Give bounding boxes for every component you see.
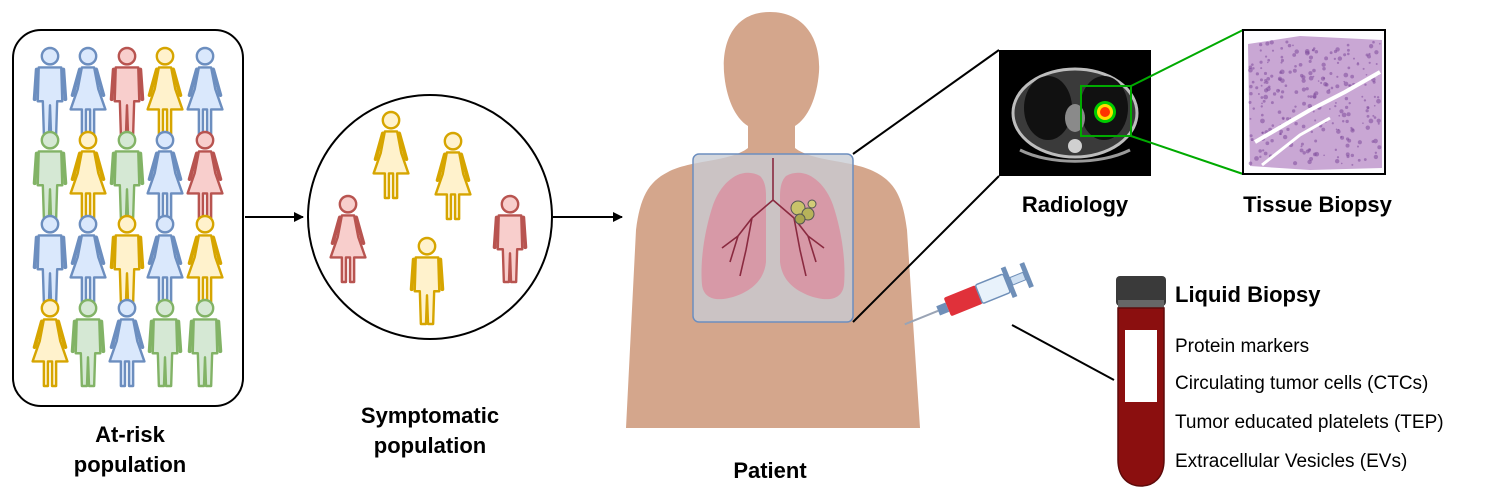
person-icon-2-3 bbox=[146, 214, 184, 304]
patient-label: Patient bbox=[733, 458, 807, 483]
tissue-biopsy-image bbox=[1242, 29, 1386, 175]
person-icon-2-0 bbox=[32, 214, 68, 304]
zoom-line-top bbox=[1130, 29, 1244, 87]
person-icon-1-0 bbox=[32, 130, 68, 220]
symptomatic-label-line1: Symptomatic bbox=[360, 403, 500, 428]
symptomatic-person-icon-3 bbox=[492, 194, 528, 284]
tissue-biopsy-label: Tissue Biopsy bbox=[1243, 192, 1392, 217]
person-icon-3-1 bbox=[70, 298, 106, 388]
at-risk-label-line1: At-risk bbox=[95, 422, 165, 447]
at-risk-crowd bbox=[31, 46, 224, 388]
person-icon-1-2 bbox=[109, 130, 145, 220]
liquid-biopsy-item-4: Extracellular Vesicles (EVs) bbox=[1175, 451, 1408, 472]
radiology-label: Radiology bbox=[1021, 192, 1129, 217]
connector-to-liquid-biopsy bbox=[1011, 324, 1115, 381]
liquid-biopsy-item-2: Circulating tumor cells (CTCs) bbox=[1175, 373, 1429, 394]
person-icon-2-4 bbox=[186, 214, 224, 304]
liquid-biopsy-item-3: Tumor educated platelets (TEP) bbox=[1175, 412, 1444, 433]
person-icon-0-1 bbox=[69, 46, 107, 136]
blood-tube-icon bbox=[1116, 276, 1166, 487]
person-icon-0-4 bbox=[186, 46, 224, 136]
person-icon-1-4 bbox=[186, 130, 224, 220]
person-icon-3-2 bbox=[108, 298, 146, 388]
person-icon-3-3 bbox=[147, 298, 183, 388]
zoom-line-bottom bbox=[1130, 135, 1244, 175]
symptomatic-person-icon-1 bbox=[434, 131, 472, 221]
symptomatic-circle bbox=[307, 94, 553, 340]
at-risk-label-line2: population bbox=[73, 452, 187, 477]
person-icon-3-0 bbox=[31, 298, 69, 388]
liquid-biopsy-label: Liquid Biopsy bbox=[1175, 282, 1321, 307]
person-icon-1-1 bbox=[69, 130, 107, 220]
liquid-biopsy-item-1: Protein markers bbox=[1175, 336, 1310, 357]
connector-to-radiology-bottom bbox=[852, 175, 1000, 323]
syringe-icon bbox=[904, 262, 1034, 326]
person-icon-0-0 bbox=[32, 46, 68, 136]
symptomatic-person-icon-2 bbox=[329, 194, 367, 284]
person-icon-2-1 bbox=[69, 214, 107, 304]
person-icon-3-4 bbox=[187, 298, 223, 388]
symptomatic-person-icon-4 bbox=[409, 236, 445, 326]
tumor-icon bbox=[790, 199, 817, 225]
symptomatic-label: Symptomatic population bbox=[330, 401, 530, 461]
person-icon-0-3 bbox=[146, 46, 184, 136]
person-icon-0-2 bbox=[109, 46, 145, 136]
symptomatic-label-line2: population bbox=[373, 433, 487, 458]
symptomatic-people bbox=[329, 110, 528, 326]
ct-scan-image bbox=[999, 50, 1151, 176]
person-icon-1-3 bbox=[146, 130, 184, 220]
at-risk-label: At-risk population bbox=[40, 420, 220, 480]
connector-to-radiology bbox=[852, 49, 1000, 155]
person-icon-2-2 bbox=[109, 214, 145, 304]
symptomatic-person-icon-0 bbox=[372, 110, 410, 200]
chest-lung-view bbox=[692, 153, 854, 323]
